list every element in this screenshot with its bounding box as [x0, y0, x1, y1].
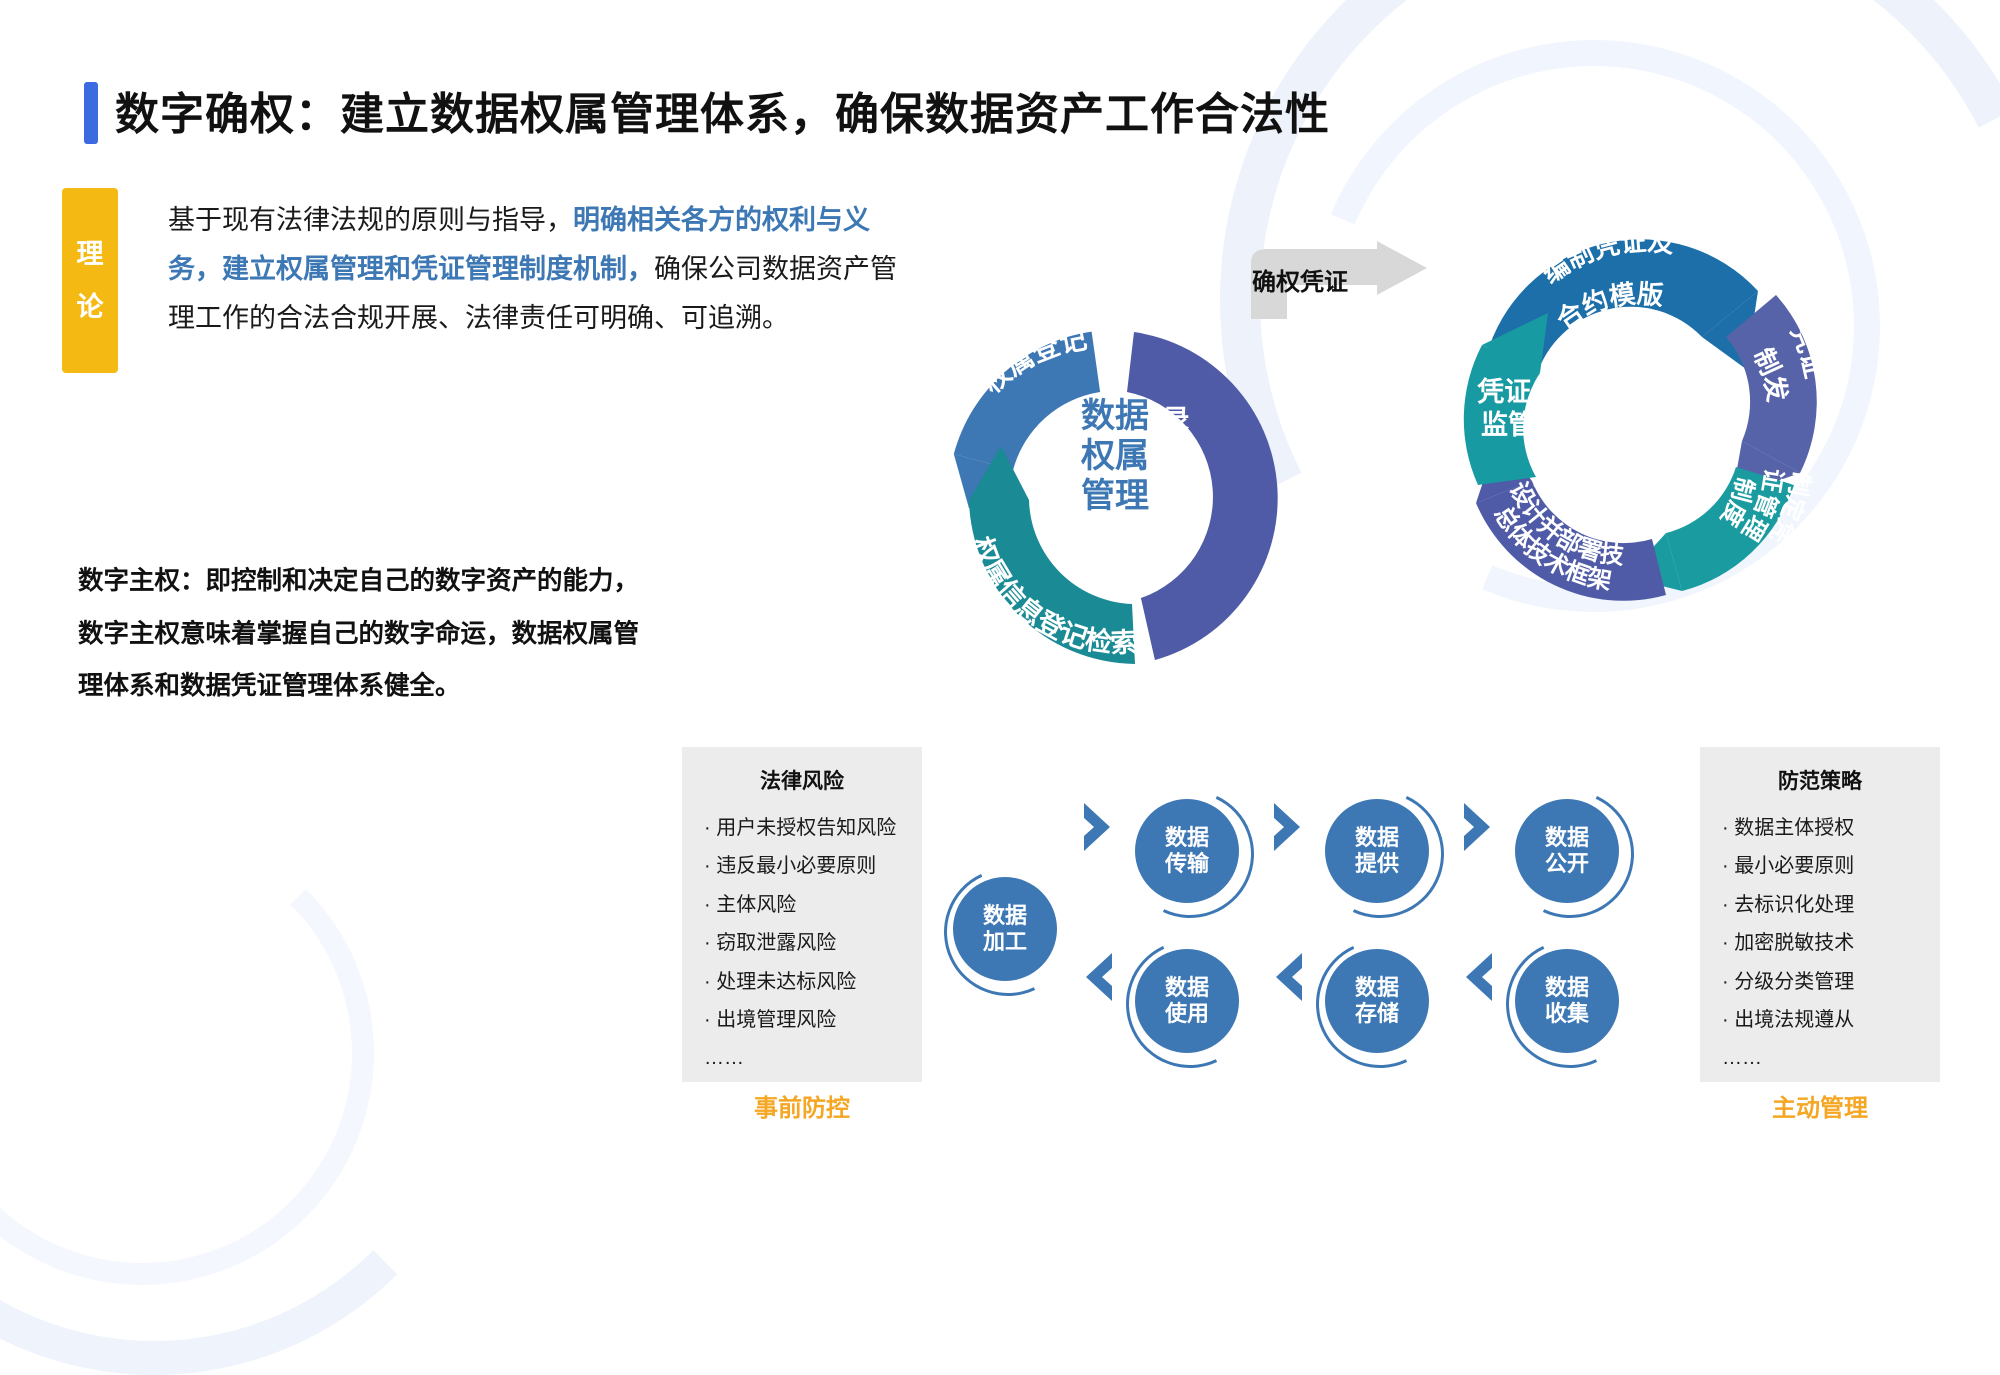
connector-arrow-label: 确权凭证: [1252, 269, 1348, 296]
lifecycle-node-top-0-line-2: 传输: [1164, 851, 1209, 876]
lifecycle-node-data-collection[interactable]: 数据 收集: [1515, 949, 1619, 1053]
list-item: · 数据主体授权: [1722, 817, 1855, 839]
credential-cycle-wheel: 编制凭证及 合约模版 凭证 制发: [1390, 185, 1870, 625]
chevron-left-icon: [1078, 950, 1118, 1004]
legal-risk-list: · 用户未授权告知风险 · 违反最小必要原则 · 主体风险 · 窃取泄露风险 ·…: [704, 809, 900, 1078]
lifecycle-node-bottom-1-line-1: 数据: [1354, 974, 1399, 1000]
chevron-right-icon: [1268, 800, 1308, 854]
theory-text-part-2: 确保公司数据资产管理工作的合法合规开展、法律责任可明确、可追溯。: [168, 254, 897, 334]
list-item: · 用户未授权告知风险: [704, 817, 897, 839]
svg-text:记录 交易 后权: 记录 交易 后权 属信 息: [1137, 404, 1196, 558]
connector-arrow: [1243, 241, 1433, 328]
list-item: · 分级分类管理: [1722, 970, 1855, 993]
wheel-segment-credential-supervision: 凭证 监管: [1463, 313, 1548, 485]
list-item: · 主体风险: [704, 893, 797, 916]
theory-text-part-1: 基于现有法律法规的原则与指导，: [168, 205, 573, 235]
lifecycle-node-bottom-1-line-2: 存储: [1354, 1001, 1399, 1026]
lifecycle-node-data-storage[interactable]: 数据 存储: [1325, 949, 1429, 1053]
prevention-strategy-panel-footer: 主动管理: [1772, 1095, 1868, 1122]
list-item: · 出境管理风险: [704, 1008, 837, 1031]
legal-risk-panel: 法律风险 · 用户未授权告知风险 · 违反最小必要原则 · 主体风险 · 窃取泄…: [682, 747, 922, 1082]
list-item: ……: [704, 1047, 744, 1070]
lifecycle-node-start[interactable]: 数据 加工: [953, 877, 1057, 981]
wheel-segment-record-transaction: 记录 交易 后权 属信 息: [1127, 332, 1278, 660]
list-item: · 去标识化处理: [1722, 893, 1855, 916]
list-item: · 最小必要原则: [1722, 855, 1855, 878]
svg-text:凭证 监管: 凭证 监管: [1476, 377, 1539, 440]
lifecycle-node-top-1-line-2: 提供: [1354, 851, 1399, 876]
list-item: ……: [1722, 1047, 1762, 1070]
prevention-strategy-panel: 防范策略 · 数据主体授权 · 最小必要原则 · 去标识化处理 · 加密脱敏技术…: [1700, 747, 1940, 1082]
lifecycle-node-top-2-line-2: 公开: [1544, 851, 1589, 876]
lifecycle-node-data-disclosure[interactable]: 数据 公开: [1515, 799, 1619, 903]
lifecycle-node-top-1-line-1: 数据: [1354, 824, 1399, 850]
legal-risk-panel-footer: 事前防控: [754, 1095, 850, 1122]
theory-paragraph: 基于现有法律法规的原则与指导，明确相关各方的权利与义务，建立权属管理和凭证管理制…: [168, 196, 913, 343]
lifecycle-node-bottom-2-line-2: 收集: [1544, 1001, 1589, 1026]
chevron-left-icon: [1458, 950, 1498, 1004]
wheel-hub-line-1: 数据: [1081, 397, 1149, 435]
list-item: · 窃取泄露风险: [704, 932, 837, 955]
list-item: · 处理未达标风险: [704, 970, 857, 993]
wheel-hub-line-3: 管理: [1081, 477, 1149, 516]
wheel-hub-label: 数据 权属 管理: [1017, 396, 1213, 516]
ownership-cycle-wheel: 权属登记 记录 交易 后权 属信 息 权属信息登记检索: [905, 288, 1325, 708]
lifecycle-node-top-2-line-1: 数据: [1544, 824, 1589, 850]
chevron-right-icon: [1078, 800, 1118, 854]
chevron-left-icon: [1268, 950, 1308, 1004]
lifecycle-node-start-line-2: 加工: [982, 929, 1027, 954]
theory-badge: 理 论: [62, 188, 118, 373]
theory-badge-char-2: 论: [76, 291, 104, 322]
title-accent-bar: [84, 82, 98, 144]
lifecycle-node-bottom-0-line-1: 数据: [1164, 974, 1209, 1000]
list-item: · 加密脱敏技术: [1722, 932, 1855, 955]
lifecycle-node-data-usage[interactable]: 数据 使用: [1135, 949, 1239, 1053]
legal-risk-panel-title: 法律风险: [760, 770, 844, 793]
lifecycle-node-data-transmission[interactable]: 数据 传输: [1135, 799, 1239, 903]
sovereignty-paragraph: 数字主权：即控制和决定自己的数字资产的能力，数字主权意味着掌握自己的数字命运，数…: [78, 567, 640, 701]
lifecycle-node-bottom-0-line-2: 使用: [1164, 1001, 1209, 1026]
chevron-right-icon: [1458, 800, 1498, 854]
lifecycle-node-bottom-2-line-1: 数据: [1544, 974, 1589, 1000]
lifecycle-node-start-line-1: 数据: [982, 902, 1027, 928]
prevention-strategy-panel-title: 防范策略: [1778, 770, 1862, 793]
wheel-segment-credential-issuance: 凭证 制发: [1726, 295, 1830, 497]
theory-badge-char-1: 理: [76, 238, 104, 269]
theory-text-highlight: 明确相关各方的权利与义务，建立权属管理和凭证管理制度机制，: [168, 205, 870, 285]
list-item: · 违反最小必要原则: [704, 855, 877, 878]
prevention-strategy-list: · 数据主体授权 · 最小必要原则 · 去标识化处理 · 加密脱敏技术 · 分级…: [1722, 809, 1918, 1078]
list-item: · 出境法规遵从: [1722, 1008, 1855, 1031]
lifecycle-node-top-0-line-1: 数据: [1164, 824, 1209, 850]
page-title: 数字确权：建立数据权属管理体系，确保数据资产工作合法性: [115, 90, 1330, 139]
wheel-hub-line-2: 权属: [1081, 437, 1149, 476]
lifecycle-node-data-provision[interactable]: 数据 提供: [1325, 799, 1429, 903]
